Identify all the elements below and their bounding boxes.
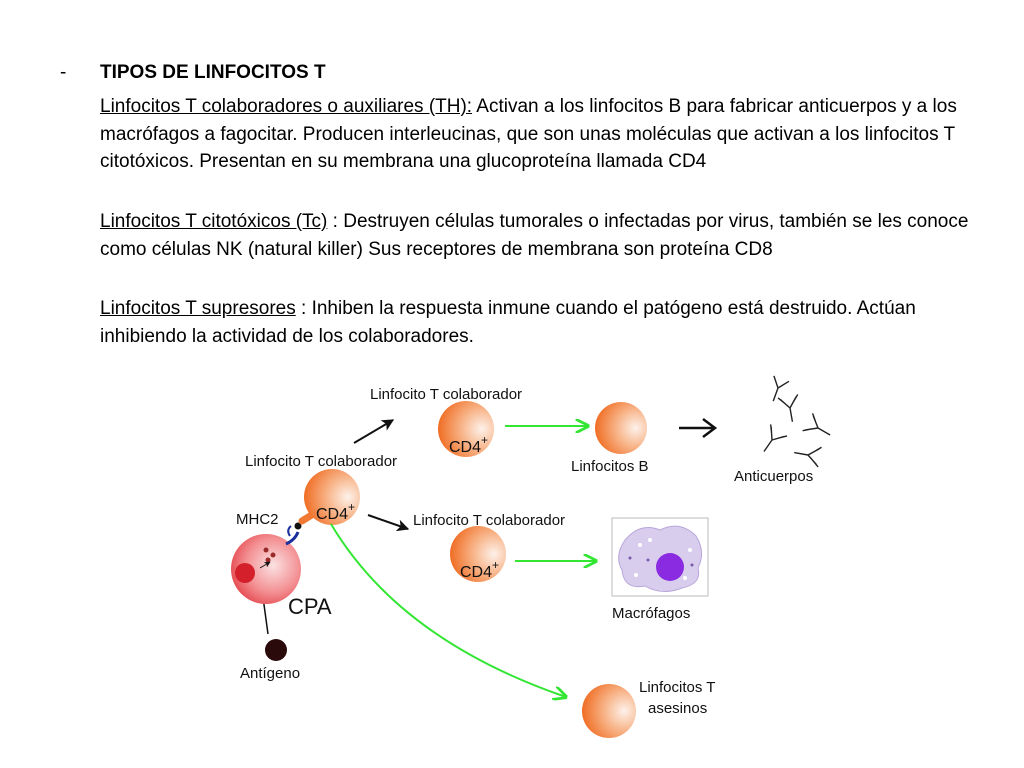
arrow-b-to-antibodies — [679, 418, 718, 438]
mhc2-label: MHC2 — [236, 511, 279, 528]
antigen-label: Antígeno — [240, 665, 300, 682]
desc-supresores: : Inhiben la respuesta inmune cuando el … — [100, 298, 916, 347]
section-heading: TIPOS DE LINFOCITOS T — [100, 62, 326, 83]
term-citotoxicos: Linfocitos T citotóxicos (Tc) — [100, 211, 328, 232]
antigen-fragment — [270, 552, 276, 558]
cd4-label-top: CD4+ — [449, 433, 488, 456]
b-lymphocytes-label: Linfocitos B — [571, 458, 649, 475]
label-colaborador-left: Linfocito T colaborador — [245, 453, 397, 470]
green-arrow-to-killer — [330, 523, 566, 697]
arrow-center-to-top — [353, 419, 395, 444]
b-lymphocyte-cell — [595, 402, 647, 454]
killer-t-label-line1: Linfocitos T — [639, 679, 715, 696]
paragraph-colaboradores: Linfocitos T colaboradores o auxiliares … — [100, 93, 980, 176]
cpa-label: CPA — [288, 594, 332, 619]
antigen-fragment — [265, 557, 271, 563]
label-colaborador-middle: Linfocito T colaborador — [413, 512, 565, 529]
arrow-center-to-middle — [367, 514, 410, 532]
cd4-label-center: CD4+ — [316, 500, 355, 523]
cd4-label-middle: CD4+ — [460, 558, 499, 581]
antigen-fragment — [263, 547, 269, 553]
killer-t-label-line2: asesinos — [648, 700, 707, 717]
mhc2-receptor — [285, 522, 302, 546]
antigen-particle — [265, 639, 287, 661]
cpa-cell — [231, 534, 301, 604]
macrophage-image — [611, 517, 709, 597]
macrophages-label: Macrófagos — [612, 605, 690, 622]
label-colaborador-top: Linfocito T colaborador — [370, 386, 522, 403]
paragraph-citotoxicos: Linfocitos T citotóxicos (Tc) : Destruye… — [100, 208, 980, 263]
term-supresores: Linfocitos T supresores — [100, 298, 296, 319]
t-helper-cell-middle — [450, 526, 506, 582]
antibodies-label: Anticuerpos — [734, 468, 813, 485]
antibody-icon — [763, 375, 831, 468]
desc-colaboradores: Activan a los linfocitos B para fabricar… — [100, 96, 957, 172]
bullet-dash: - — [60, 62, 67, 83]
term-colaboradores: Linfocitos T colaboradores o auxiliares … — [100, 96, 473, 117]
desc-citotoxicos: : Destruyen células tumorales o infectad… — [100, 211, 969, 260]
t-helper-cell-center — [304, 469, 360, 525]
arrow-internal — [259, 561, 271, 569]
t-helper-cell-top — [438, 401, 494, 457]
killer-t-cell — [582, 684, 636, 738]
paragraph-supresores: Linfocitos T supresores : Inhiben la res… — [100, 295, 980, 350]
